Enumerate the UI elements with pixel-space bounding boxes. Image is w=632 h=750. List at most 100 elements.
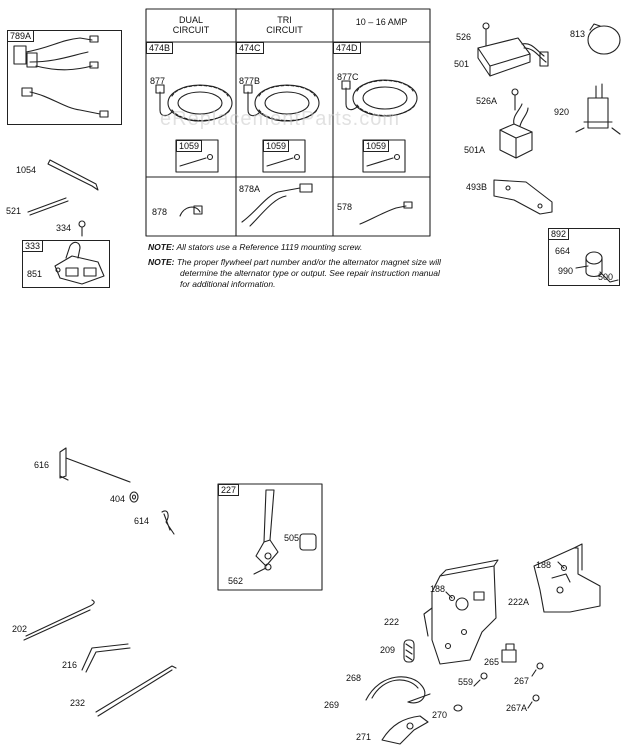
stator-877: [155, 84, 233, 122]
screw-188-a: [445, 591, 456, 602]
col-header-amp-l1: 10 – 16 AMP: [355, 17, 408, 27]
wire-232: [95, 665, 177, 717]
label-501: 501: [454, 59, 470, 69]
washer-404: [129, 491, 139, 503]
label-267A: 267A: [506, 703, 528, 713]
col-header-dual-l1: DUAL: [178, 15, 203, 25]
rod-616: [59, 447, 131, 483]
label-270: 270: [432, 710, 448, 720]
label-268: 268: [346, 673, 362, 683]
lever-271: [381, 715, 429, 745]
regulator-501: [477, 37, 549, 77]
connector-878: [179, 205, 203, 217]
label-216: 216: [62, 660, 78, 670]
stator-877B: [243, 84, 320, 122]
tag-333: 333: [22, 240, 44, 252]
wire-harness-789A: [13, 35, 109, 118]
label-232: 232: [70, 698, 86, 708]
screw-1059-b: [266, 153, 301, 167]
tag-474D: 474D: [333, 42, 361, 54]
screw-1059-a: [179, 153, 214, 167]
label-505: 505: [284, 533, 300, 543]
lead-578: [359, 201, 413, 225]
note-2-l3: for additional information.: [180, 279, 276, 289]
col-header-dual-l2: CIRCUIT: [172, 25, 210, 35]
note-1: NOTE: All stators use a Reference 1119 m…: [148, 242, 362, 253]
label-878A: 878A: [239, 184, 261, 194]
key-switch-892: [575, 251, 619, 283]
label-501A: 501A: [464, 145, 486, 155]
box-333: [22, 240, 110, 288]
link-216: [81, 643, 131, 673]
label-202: 202: [12, 624, 28, 634]
note-2: NOTE: The proper flywheel part number an…: [148, 257, 441, 268]
tag-1059-a: 1059: [176, 140, 203, 152]
screw-526: [482, 22, 490, 47]
note-2-l2: determine the alternator type or output.…: [180, 268, 440, 278]
label-267: 267: [514, 676, 530, 686]
col-header-tri: TRI CIRCUIT: [236, 15, 333, 35]
screw-267: [531, 662, 544, 677]
label-526A: 526A: [476, 96, 498, 106]
pin-614: [161, 510, 175, 535]
col-header-tri-l1: TRI: [277, 15, 292, 25]
label-559: 559: [458, 677, 474, 687]
stator-table-frame: [145, 8, 431, 237]
tie-strap-1054: [47, 159, 99, 191]
tag-892: 892: [548, 228, 570, 240]
label-851: 851: [27, 269, 43, 279]
label-209: 209: [380, 645, 396, 655]
label-878: 878: [152, 207, 168, 217]
stator-877C: [341, 79, 418, 117]
screw-562: [253, 563, 272, 575]
note-1-label: NOTE:: [148, 242, 175, 252]
note-2-label: NOTE:: [148, 257, 175, 267]
solenoid-920: [575, 83, 621, 135]
lever-227: [255, 489, 279, 567]
col-header-tri-l2: CIRCUIT: [266, 25, 303, 35]
label-269: 269: [324, 700, 340, 710]
label-1054: 1054: [16, 165, 37, 175]
label-271: 271: [356, 732, 372, 742]
label-562: 562: [228, 576, 244, 586]
tag-789A: 789A: [7, 30, 35, 42]
regulator-501A: [499, 103, 533, 159]
col-header-dual: DUAL CIRCUIT: [146, 15, 236, 35]
label-578: 578: [337, 202, 353, 212]
label-222A: 222A: [508, 597, 530, 607]
label-614: 614: [134, 516, 150, 526]
label-521: 521: [6, 206, 22, 216]
box-227: [217, 483, 323, 591]
pin-521: [27, 197, 69, 216]
label-664: 664: [555, 246, 571, 256]
screw-526A: [511, 88, 519, 111]
label-404: 404: [110, 494, 126, 504]
ignition-module-333: [54, 241, 105, 285]
watermark: eReplacementParts.com: [160, 108, 400, 130]
label-920: 920: [554, 107, 570, 117]
label-877: 877: [150, 76, 166, 86]
clamp-813: [587, 23, 621, 55]
control-bracket-222: [423, 559, 499, 665]
label-493B: 493B: [466, 182, 488, 192]
control-bracket-222A: [533, 543, 601, 613]
bracket-493B: [493, 179, 553, 215]
link-202: [23, 599, 95, 641]
tag-474C: 474C: [236, 42, 264, 54]
screw-267A: [527, 694, 540, 709]
label-877B: 877B: [239, 76, 261, 86]
label-334: 334: [56, 223, 72, 233]
label-188-b: 188: [536, 560, 552, 570]
label-526: 526: [456, 32, 472, 42]
nut-270: [453, 704, 463, 712]
spring-209: [403, 639, 415, 663]
tag-474B: 474B: [146, 42, 174, 54]
label-500: 500: [598, 272, 614, 282]
tag-1059-b: 1059: [263, 140, 290, 152]
col-header-amp: 10 – 16 AMP: [333, 17, 430, 27]
tag-1059-c: 1059: [363, 140, 390, 152]
label-188-a: 188: [430, 584, 446, 594]
label-265: 265: [484, 657, 500, 667]
cable-268: [365, 676, 431, 704]
